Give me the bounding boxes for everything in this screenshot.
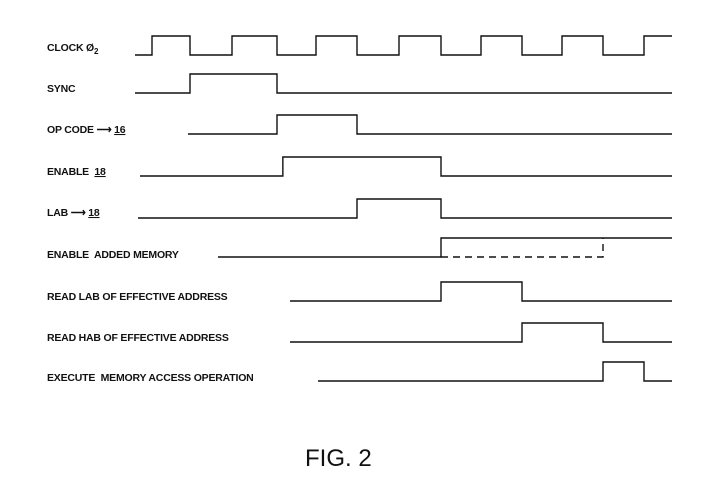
waveform-read-lab-effective-address — [290, 281, 672, 302]
label-text: EXECUTE MEMORY ACCESS OPERATION — [47, 372, 254, 384]
waveform-clock — [135, 35, 672, 56]
waveform-enable-18 — [140, 156, 672, 177]
label-text: READ HAB OF EFFECTIVE ADDRESS — [47, 332, 229, 344]
label-text: OP CODE — [47, 124, 97, 136]
signal-label-clock: CLOCK Ø2 — [47, 42, 99, 56]
label-text: READ LAB OF EFFECTIVE ADDRESS — [47, 291, 228, 303]
waveform-enable-added-memory-dashed-alternative — [441, 238, 604, 258]
arrow-icon: ⟶ — [71, 207, 87, 219]
label-text: ENABLE — [47, 166, 94, 178]
waveform-lab-to-18 — [138, 198, 672, 219]
label-text: ENABLE ADDED MEMORY — [47, 249, 179, 261]
waveform-op-code-to-16 — [188, 114, 672, 135]
reference-numeral: 16 — [114, 124, 126, 136]
reference-numeral: 18 — [94, 166, 106, 178]
figure-caption: FIG. 2 — [305, 445, 372, 472]
signal-label-enable-18: ENABLE 18 — [47, 166, 106, 178]
signal-label-read-lab-effective-address: READ LAB OF EFFECTIVE ADDRESS — [47, 291, 228, 303]
label-text: LAB — [47, 207, 71, 219]
signal-label-read-hab-effective-address: READ HAB OF EFFECTIVE ADDRESS — [47, 332, 229, 344]
waveform-enable-added-memory — [218, 237, 672, 258]
label-text: CLOCK Ø — [47, 42, 94, 54]
signal-label-enable-added-memory: ENABLE ADDED MEMORY — [47, 249, 179, 261]
waveform-sync — [135, 73, 672, 94]
waveform-read-hab-effective-address — [290, 322, 672, 343]
label-text: 2 — [94, 47, 99, 56]
signal-label-sync: SYNC — [47, 83, 76, 95]
signal-label-lab-to-18: LAB ⟶ 18 — [47, 207, 100, 219]
signal-waveforms — [135, 35, 672, 382]
reference-numeral: 18 — [88, 207, 100, 219]
label-text: SYNC — [47, 83, 76, 95]
arrow-icon: ⟶ — [97, 124, 113, 136]
signal-label-execute-memory-access-operation: EXECUTE MEMORY ACCESS OPERATION — [47, 372, 254, 384]
signal-label-op-code-to-16: OP CODE ⟶ 16 — [47, 124, 126, 136]
waveform-execute-memory-access-operation — [318, 361, 672, 382]
